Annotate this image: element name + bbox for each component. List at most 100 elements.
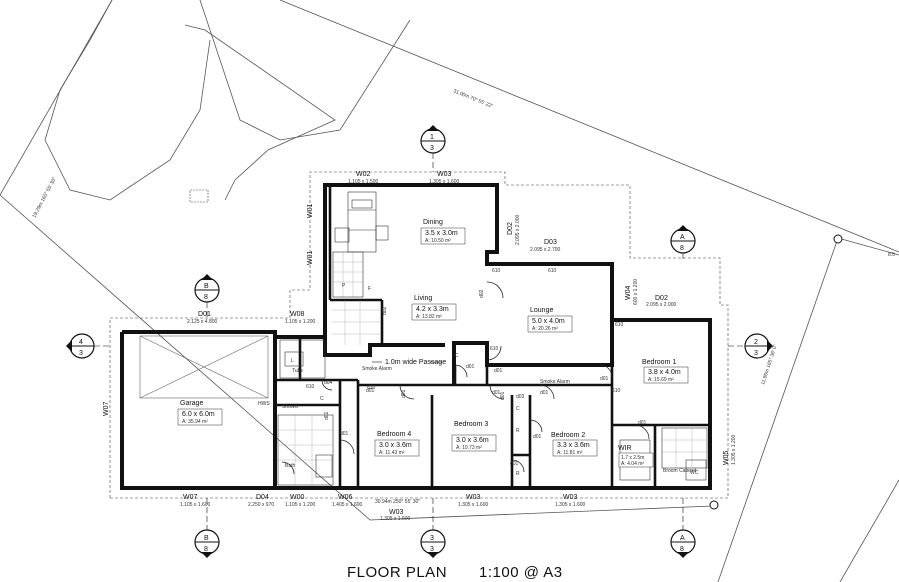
window-tags: W02 1.105 x 1.500 W03 1.305 x 1.600 W07 … [180, 171, 737, 522]
svg-text:8: 8 [204, 294, 208, 301]
svg-text:d03: d03 [516, 394, 525, 400]
svg-text:W03: W03 [437, 171, 452, 178]
interior-walls [275, 185, 710, 488]
section-marker: B 8 [194, 529, 220, 558]
svg-text:1.105 x 1.200: 1.105 x 1.200 [285, 319, 316, 325]
section-marker: 3 3 [420, 529, 446, 558]
svg-text:d02: d02 [479, 289, 485, 298]
section-markers: 1 3 B 8 A 8 4 3 2 3 [66, 125, 773, 558]
room-area: A: 35.94 m² [182, 419, 208, 425]
svg-text:2.095 x 2.000: 2.095 x 2.000 [646, 302, 677, 308]
section-marker: 4 3 [66, 333, 95, 359]
svg-text:W03: W03 [389, 509, 404, 516]
room-name: Bedroom 1 [642, 359, 676, 366]
boundary-west: 19.29m 160° 55' 30" [31, 176, 58, 219]
svg-text:1: 1 [430, 134, 434, 141]
svg-text:2.125 x 4.800: 2.125 x 4.800 [187, 319, 218, 325]
svg-text:4: 4 [79, 339, 83, 346]
robe-label: R [516, 471, 520, 477]
room-name: Living [414, 295, 432, 302]
svg-text:1.105 x 1.600: 1.105 x 1.600 [180, 502, 211, 508]
tile-hatching [278, 252, 707, 485]
plan-title: FLOOR PLAN [347, 564, 447, 581]
svg-text:1.305 x 1.600: 1.305 x 1.600 [429, 179, 460, 185]
section-marker: A 8 [670, 225, 696, 254]
room-size: 4.2 x 3.3m [416, 306, 449, 313]
room-size: 3.3 x 3.6m [557, 442, 590, 449]
room-garage: Garage 6.0 x 6.0m A: 35.94 m² [177, 400, 223, 426]
room-name: Garage [180, 400, 203, 407]
room-size: 5.0 x 4.0m [532, 318, 565, 325]
cupboard-label: C [516, 406, 520, 412]
svg-text:D03: D03 [544, 239, 557, 246]
room-bedroom-1: Bedroom 1 3.8 x 4.0m A: 15.69 m² [642, 359, 689, 384]
room-area: A: 11.81 m² [557, 450, 583, 456]
svg-text:d02: d02 [382, 306, 388, 315]
robe-label: R [516, 428, 520, 434]
svg-text:D04: D04 [256, 494, 269, 501]
svg-text:W03: W03 [466, 494, 481, 501]
bath-label: Bath [285, 463, 296, 469]
svg-text:3: 3 [79, 350, 83, 357]
svg-text:1.305 x 1.600: 1.305 x 1.600 [555, 502, 586, 508]
svg-text:d01: d01 [340, 431, 349, 437]
level-markers: 610 610 610 610 610 610 610 [306, 268, 624, 394]
door-swings [281, 281, 650, 475]
svg-text:1.105 x 1.500: 1.105 x 1.500 [348, 179, 379, 185]
svg-text:610: 610 [612, 388, 621, 394]
boundary-east-cut: 8.5 [888, 252, 895, 258]
room-name: Lounge [530, 307, 553, 314]
door-tags: d01 d01 d01 d01 d01 d01 d01 d01 d01 d01 … [324, 289, 647, 467]
room-area: A: 13.82 m² [416, 314, 442, 320]
kitchen-fixtures [277, 191, 708, 486]
svg-text:1.405 x 1.600: 1.405 x 1.600 [332, 502, 363, 508]
room-area: A: 15.69 m² [648, 377, 674, 383]
broom-cabinet: Broom Cabinet [663, 468, 697, 474]
svg-text:W02: W02 [356, 171, 371, 178]
svg-text:1.105 x 1.200: 1.105 x 1.200 [285, 502, 316, 508]
room-lounge: Lounge 5.0 x 4.0m A: 20.26 m² [527, 307, 573, 333]
room-name: Dining [423, 219, 443, 226]
svg-text:W07: W07 [183, 494, 198, 501]
svg-text:d01: d01 [500, 391, 506, 400]
svg-text:8: 8 [680, 546, 684, 553]
shower-label: Shower [282, 404, 299, 410]
room-size: 6.0 x 6.0m [182, 411, 215, 418]
svg-text:8: 8 [204, 546, 208, 553]
svg-text:W01: W01 [307, 251, 314, 266]
svg-text:W01: W01 [307, 204, 314, 219]
svg-text:3: 3 [430, 145, 434, 152]
room-size: 3.0 x 3.6m [456, 437, 489, 444]
svg-text:W00: W00 [290, 494, 305, 501]
svg-text:W07: W07 [103, 402, 110, 417]
svg-text:3: 3 [430, 535, 434, 542]
room-size: 1.7 x 2.5m [621, 455, 644, 461]
svg-text:3: 3 [754, 350, 758, 357]
svg-text:610: 610 [492, 268, 501, 274]
svg-text:d01: d01 [600, 376, 609, 382]
svg-text:2: 2 [754, 339, 758, 346]
smoke-alarm: Smoke Alarm [362, 366, 392, 372]
plan-scale: 1:100 @ A3 [479, 564, 563, 581]
room-area: A: 4.04 m² [621, 461, 644, 467]
svg-text:610: 610 [306, 384, 315, 390]
svg-text:W05: W05 [723, 451, 730, 466]
svg-text:d01: d01 [401, 389, 407, 398]
hot-water-label: HWS [258, 401, 270, 407]
svg-text:D02: D02 [507, 222, 514, 235]
svg-text:D02: D02 [655, 295, 668, 302]
svg-text:d01: d01 [492, 390, 501, 396]
room-area: A: 10.73 m² [456, 445, 482, 451]
svg-text:610: 610 [548, 268, 557, 274]
svg-text:d01: d01 [638, 420, 647, 426]
room-name: Bedroom 3 [454, 421, 488, 428]
svg-text:2.095 x 2.700: 2.095 x 2.700 [530, 247, 561, 253]
fridge-label: F [368, 286, 371, 292]
room-bedroom-2: Bedroom 2 3.3 x 3.6m A: 11.81 m² [551, 432, 598, 457]
room-area: A: 11.43 m² [379, 450, 405, 456]
svg-text:2.250 x 970: 2.250 x 970 [248, 502, 274, 508]
svg-text:1.305 x 1.600: 1.305 x 1.600 [380, 516, 411, 522]
smoke-alarm: Smoke Alarm [540, 379, 570, 385]
svg-text:610: 610 [490, 346, 499, 352]
svg-text:W03: W03 [563, 494, 578, 501]
